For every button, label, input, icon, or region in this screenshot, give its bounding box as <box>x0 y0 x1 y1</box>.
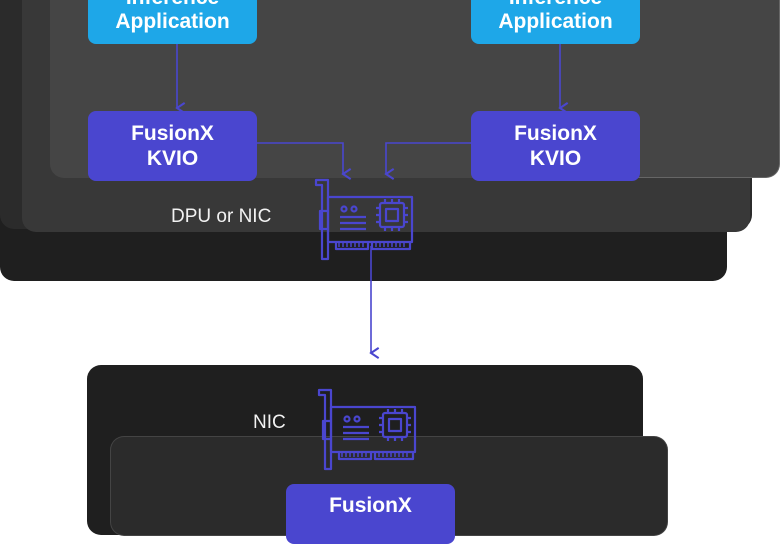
left-kvio-line1: FusionX <box>131 122 214 145</box>
right-kvio-line2: KVIO <box>529 147 582 170</box>
bottom-kvio-line1: FusionX <box>329 494 412 517</box>
top-connectors <box>0 44 780 516</box>
faint-left-label: xLink <box>240 311 293 333</box>
left-app-line2: Application <box>115 10 230 33</box>
right-app-line1: Inference <box>471 0 640 10</box>
faint-right-label: RDMA over Ethernet <box>425 311 619 333</box>
right-app-line2: Application <box>498 10 613 33</box>
right-kvio-to-nic-arrow <box>386 142 471 174</box>
network-card-icon <box>314 178 414 261</box>
left-kvio-to-nic-arrow <box>257 142 343 174</box>
network-card-icon <box>317 388 417 471</box>
dpu-or-nic-label: DPU or NIC <box>171 206 272 227</box>
right-kvio-line1: FusionX <box>514 122 597 145</box>
left-inference-application: Inference Application <box>88 0 257 44</box>
right-fusionx-kvio: FusionX KVIO <box>471 111 640 181</box>
right-inference-application: Inference Application <box>471 0 640 44</box>
left-kvio-line2: KVIO <box>146 147 199 170</box>
left-fusionx-kvio: FusionX KVIO <box>88 111 257 181</box>
bottom-fusionx-kvio: FusionX <box>286 484 455 544</box>
bottom-nic-label: NIC <box>253 412 286 433</box>
left-app-line1: Inference <box>88 0 257 10</box>
